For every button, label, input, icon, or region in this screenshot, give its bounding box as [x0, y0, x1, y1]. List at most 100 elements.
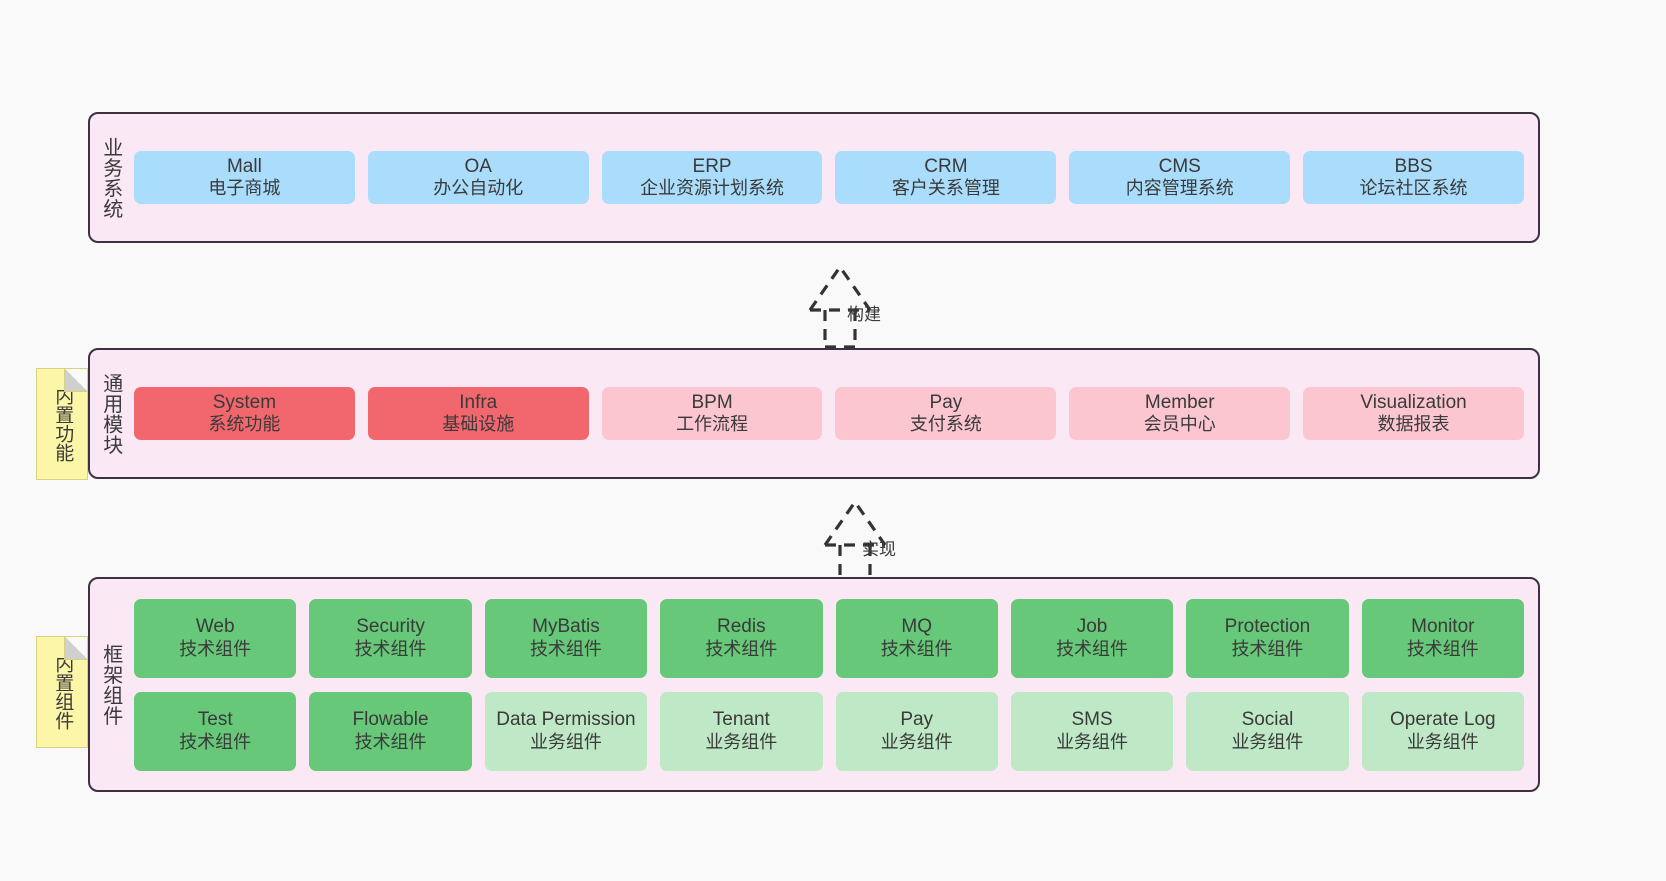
- node-security[interactable]: Security 技术组件: [309, 598, 472, 678]
- node-row-technical: Web 技术组件 Security 技术组件 MyBatis 技术组件 Redi…: [134, 598, 1524, 678]
- node-title: CMS: [1158, 155, 1201, 177]
- node-title: MQ: [901, 616, 932, 638]
- node-subtitle: 技术组件: [529, 638, 602, 659]
- layer-business-system[interactable]: 业务系统 Mall 电子商城 OA 办公自动化 ERP 企业资源计划系统 CRM…: [88, 112, 1540, 243]
- node-title: Visualization: [1360, 391, 1467, 413]
- layer-caption-common-module: 通用模块: [99, 372, 122, 455]
- node-title: Web: [195, 616, 235, 638]
- node-title: Member: [1144, 391, 1215, 413]
- node-title: Pay: [929, 391, 963, 413]
- node-title: Pay: [900, 709, 934, 731]
- node-social[interactable]: Social 业务组件: [1186, 691, 1349, 771]
- node-title: OA: [464, 155, 492, 177]
- node-row-business: Test 技术组件 Flowable 技术组件 Data Permission …: [134, 691, 1524, 771]
- node-redis[interactable]: Redis 技术组件: [660, 598, 823, 678]
- node-protection[interactable]: Protection 技术组件: [1186, 598, 1349, 678]
- node-subtitle: 办公自动化: [433, 178, 524, 199]
- sticky-note-label: 内置组件: [52, 654, 74, 730]
- node-job[interactable]: Job 技术组件: [1010, 598, 1174, 678]
- connector-implement: 实现: [770, 490, 940, 585]
- node-subtitle: 技术组件: [179, 731, 252, 752]
- node-bpm[interactable]: BPM 工作流程: [601, 386, 823, 441]
- node-erp[interactable]: ERP 企业资源计划系统: [601, 150, 823, 205]
- node-row: System 系统功能 Infra 基础设施 BPM 工作流程 Pay 支付系统…: [134, 386, 1524, 441]
- layer-common-module[interactable]: 通用模块 System 系统功能 Infra 基础设施 BPM 工作流程 Pay…: [88, 348, 1540, 479]
- node-title: BPM: [691, 391, 733, 413]
- node-subtitle: 论坛社区系统: [1359, 178, 1468, 199]
- node-title: Infra: [459, 391, 498, 413]
- node-title: Operate Log: [1389, 709, 1496, 731]
- build-arrow-icon: [808, 264, 872, 349]
- node-mall[interactable]: Mall 电子商城: [134, 150, 355, 205]
- node-system[interactable]: System 系统功能: [134, 386, 355, 441]
- node-mybatis[interactable]: MyBatis 技术组件: [484, 598, 648, 678]
- node-tenant[interactable]: Tenant 业务组件: [660, 691, 823, 771]
- node-subtitle: 电子商城: [208, 178, 281, 199]
- node-flowable[interactable]: Flowable 技术组件: [309, 691, 472, 771]
- connector-build: 构建: [755, 255, 925, 350]
- layer-body-business-system: Mall 电子商城 OA 办公自动化 ERP 企业资源计划系统 CRM 客户关系…: [130, 114, 1538, 241]
- node-subtitle: 业务组件: [1056, 731, 1129, 752]
- node-subtitle: 业务组件: [1231, 731, 1304, 752]
- node-subtitle: 业务组件: [529, 731, 602, 752]
- node-subtitle: 企业资源计划系统: [640, 178, 785, 199]
- node-title: Security: [356, 616, 425, 638]
- node-subtitle: 客户关系管理: [891, 178, 1000, 199]
- sticky-note-builtin-component: 内置组件: [36, 636, 88, 748]
- node-title: Job: [1076, 616, 1108, 638]
- node-operate-log[interactable]: Operate Log 业务组件: [1361, 691, 1524, 771]
- node-visualization[interactable]: Visualization 数据报表: [1303, 386, 1524, 441]
- sticky-note-label: 内置功能: [52, 386, 74, 462]
- node-subtitle: 技术组件: [1231, 638, 1304, 659]
- node-title: Tenant: [712, 709, 770, 731]
- node-subtitle: 基础设施: [442, 414, 515, 435]
- node-crm[interactable]: CRM 客户关系管理: [835, 150, 1057, 205]
- node-subtitle: 工作流程: [676, 414, 749, 435]
- node-subtitle: 技术组件: [179, 638, 252, 659]
- node-oa[interactable]: OA 办公自动化: [367, 150, 589, 205]
- node-subtitle: 会员中心: [1143, 414, 1216, 435]
- node-subtitle: 业务组件: [705, 731, 778, 752]
- node-subtitle: 数据报表: [1377, 414, 1450, 435]
- node-subtitle: 技术组件: [354, 638, 427, 659]
- layer-caption-business-system: 业务系统: [99, 136, 122, 219]
- node-subtitle: 技术组件: [354, 731, 427, 752]
- node-subtitle: 业务组件: [1406, 731, 1479, 752]
- node-title: BBS: [1394, 155, 1433, 177]
- implement-arrow-icon: [823, 499, 887, 584]
- connector-implement-label: 实现: [862, 540, 896, 559]
- node-title: ERP: [692, 155, 732, 177]
- node-title: Monitor: [1411, 616, 1475, 638]
- layer-caption-framework-component: 框架组件: [99, 643, 122, 726]
- node-sms[interactable]: SMS 业务组件: [1010, 691, 1174, 771]
- node-subtitle: 技术组件: [1056, 638, 1129, 659]
- node-subtitle: 业务组件: [880, 731, 953, 752]
- layer-body-common-module: System 系统功能 Infra 基础设施 BPM 工作流程 Pay 支付系统…: [130, 350, 1538, 477]
- node-member[interactable]: Member 会员中心: [1069, 386, 1291, 441]
- node-title: MyBatis: [532, 616, 600, 638]
- node-web[interactable]: Web 技术组件: [134, 598, 297, 678]
- node-data-permission[interactable]: Data Permission 业务组件: [484, 691, 648, 771]
- node-pay[interactable]: Pay 支付系统: [835, 386, 1057, 441]
- node-title: Data Permission: [496, 709, 636, 731]
- node-title: CRM: [924, 155, 968, 177]
- node-title: Protection: [1224, 616, 1311, 638]
- layer-framework-component[interactable]: 框架组件 Web 技术组件 Security 技术组件 MyBatis 技术组件…: [88, 577, 1540, 792]
- node-title: Mall: [226, 155, 262, 177]
- node-title: Social: [1241, 709, 1294, 731]
- node-mq[interactable]: MQ 技术组件: [835, 598, 998, 678]
- node-subtitle: 系统功能: [208, 414, 281, 435]
- node-cms[interactable]: CMS 内容管理系统: [1069, 150, 1291, 205]
- node-bbs[interactable]: BBS 论坛社区系统: [1303, 150, 1524, 205]
- node-monitor[interactable]: Monitor 技术组件: [1361, 598, 1524, 678]
- node-subtitle: 技术组件: [705, 638, 778, 659]
- node-test[interactable]: Test 技术组件: [134, 691, 297, 771]
- node-row: Mall 电子商城 OA 办公自动化 ERP 企业资源计划系统 CRM 客户关系…: [134, 150, 1524, 205]
- node-subtitle: 内容管理系统: [1125, 178, 1234, 199]
- node-title: System: [212, 391, 277, 413]
- node-subtitle: 技术组件: [1406, 638, 1479, 659]
- node-title: Flowable: [352, 709, 429, 731]
- node-pay-business[interactable]: Pay 业务组件: [835, 691, 998, 771]
- node-infra[interactable]: Infra 基础设施: [367, 386, 589, 441]
